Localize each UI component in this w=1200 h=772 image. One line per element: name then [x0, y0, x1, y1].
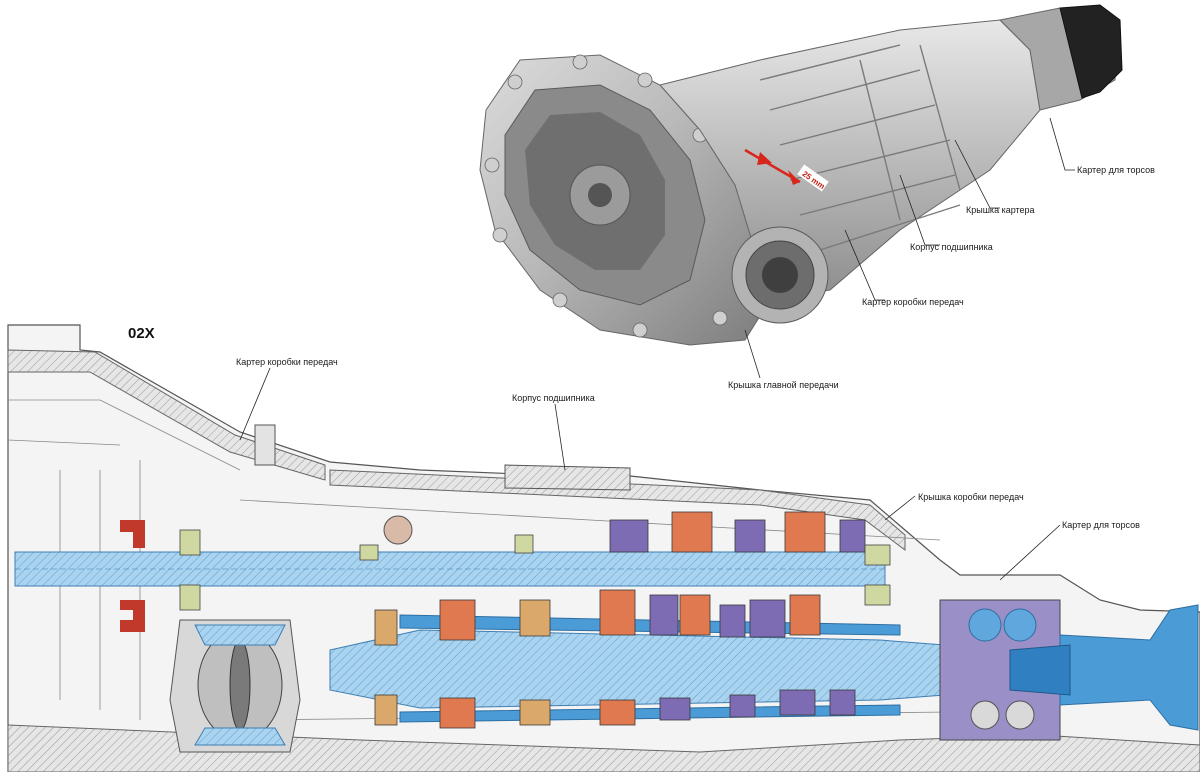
gearbox-photo: 25 mm Картер для торсов Крышка картера К…: [479, 4, 1155, 390]
photo-label-gearbox-housing: Картер коробки передач: [862, 297, 964, 307]
photo-label-bearing-housing: Корпус подшипника: [910, 242, 993, 252]
section-label-gearbox-housing: Картер коробки передач: [236, 357, 338, 367]
gearbox-cross-section: Картер коробки передач Корпус подшипника…: [7, 324, 1200, 772]
section-label-bearing-housing: Корпус подшипника: [512, 393, 595, 403]
photo-label-torsen-housing: Картер для торсов: [1077, 165, 1155, 175]
photo-label-case-cover: Крышка картера: [966, 205, 1035, 215]
model-code: 02X: [128, 325, 155, 342]
section-label-torsen-housing: Картер для торсов: [1062, 520, 1140, 530]
section-label-gearbox-cover: Крышка коробки передач: [918, 492, 1024, 502]
photo-label-final-drive-cover: Крышка главной передачи: [728, 380, 839, 390]
